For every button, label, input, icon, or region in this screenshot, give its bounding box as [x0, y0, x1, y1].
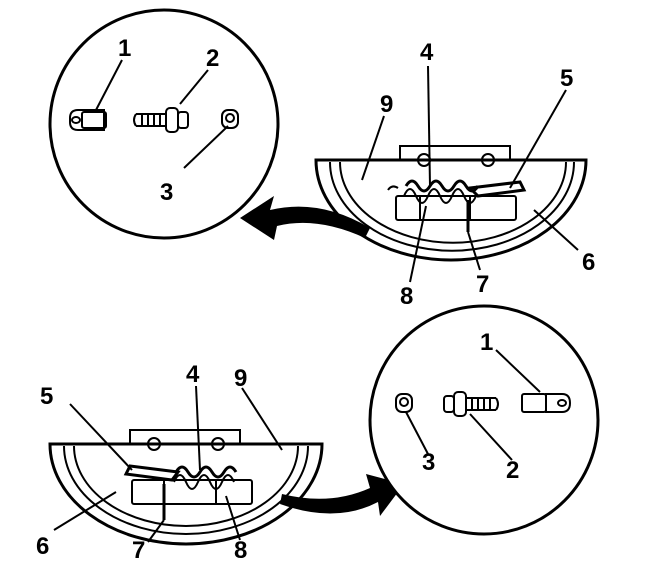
top-callout-1: 1: [118, 35, 131, 62]
top-brake-assembly: 4 5 9 6 7 8: [314, 39, 595, 310]
top-direction-arrow: [240, 196, 370, 240]
top-callout-2: 2: [206, 45, 219, 72]
bottom-callout-1: 1: [480, 329, 493, 356]
bottom-backing-plate: [48, 442, 324, 546]
bottom-adjuster-spring: [173, 465, 238, 490]
top-callout-6: 6: [582, 249, 595, 276]
top-detail-circle: [48, 8, 280, 240]
top-callout-8: 8: [400, 283, 413, 310]
top-callout-5: 5: [560, 65, 573, 92]
top-callout-7: 7: [476, 271, 489, 298]
bottom-detail-view: 1 3 2: [368, 304, 600, 536]
bottom-adjuster-lever: [123, 464, 181, 482]
bottom-callout-5: 5: [40, 383, 53, 410]
top-adjuster-lever: [466, 180, 527, 198]
bottom-adjuster-nut: [395, 393, 413, 413]
bottom-callout-3: 3: [422, 449, 435, 476]
bottom-callout-4: 4: [186, 361, 200, 388]
leader-top-2: [179, 69, 209, 105]
top-adjuster-nut: [221, 109, 239, 129]
bottom-callout-8: 8: [234, 537, 247, 562]
bottom-brake-assembly: 4 9 5 6 7 8: [36, 361, 324, 562]
top-callout-3: 3: [160, 179, 173, 206]
top-callout-4: 4: [420, 39, 434, 66]
top-adjuster-spring: [387, 179, 480, 204]
bottom-direction-arrow: [280, 474, 404, 516]
top-adjuster-socket: [69, 109, 107, 131]
bottom-adjuster-screw: [443, 391, 499, 417]
bottom-adjuster-socket: [521, 393, 572, 413]
bottom-callout-7: 7: [132, 537, 145, 562]
bottom-callout-9: 9: [234, 365, 247, 392]
top-backing-plate: [314, 158, 588, 262]
bottom-detail-circle: [368, 304, 600, 536]
top-callout-9: 9: [380, 91, 393, 118]
bottom-callout-2: 2: [506, 457, 519, 484]
top-adjuster-screw: [133, 107, 189, 133]
leader-top-1: [95, 59, 123, 111]
bottom-callout-6: 6: [36, 533, 49, 560]
top-detail-view: 1 2 3: [48, 8, 280, 240]
leader-top-3: [183, 125, 229, 169]
